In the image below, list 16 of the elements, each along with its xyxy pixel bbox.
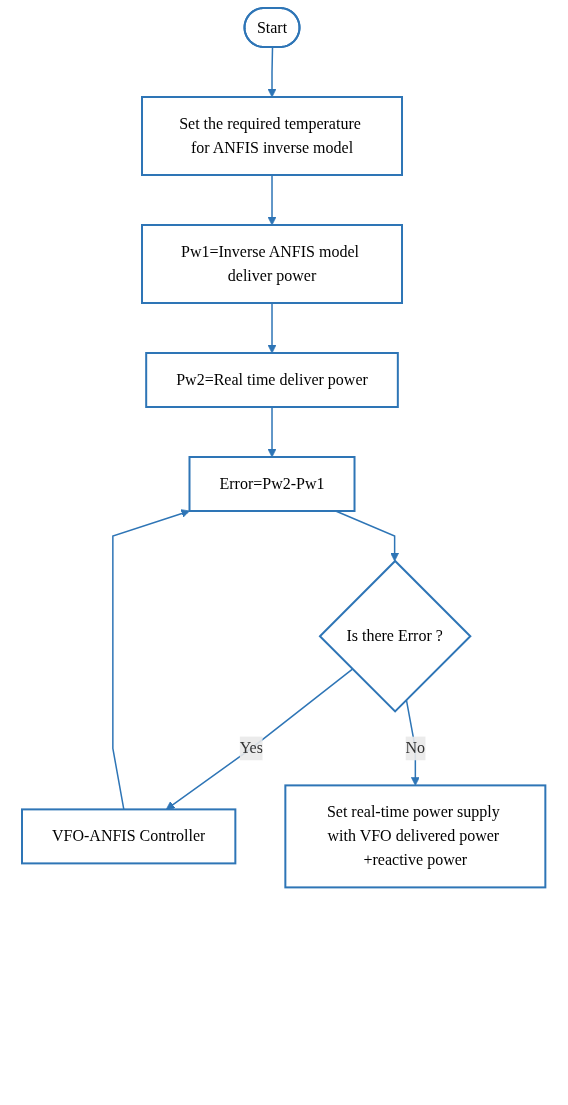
arrow [267,46,277,98]
arrow [112,509,191,811]
edge-label: Yes [239,739,264,757]
arrow [267,174,277,226]
node-box: Pw2=Real time deliver power [145,352,400,408]
arrow [267,406,277,458]
node-box: VFO-ANFIS Controller [21,808,237,865]
node-box: Set the required temperature for ANFIS inverse model [141,96,404,176]
node-box: Error=Pw2-Pw1 [188,456,356,512]
arrow [267,302,277,354]
node-box: Set real-time power supply with VFO delivered power +reactive power [284,784,547,889]
node-diamond: Is there Error ? [318,559,473,713]
node-box: Pw1=Inverse ANFIS model deliver power [141,224,404,304]
edge-label: No [405,739,426,757]
arrow [335,510,400,562]
arrow [166,668,354,810]
